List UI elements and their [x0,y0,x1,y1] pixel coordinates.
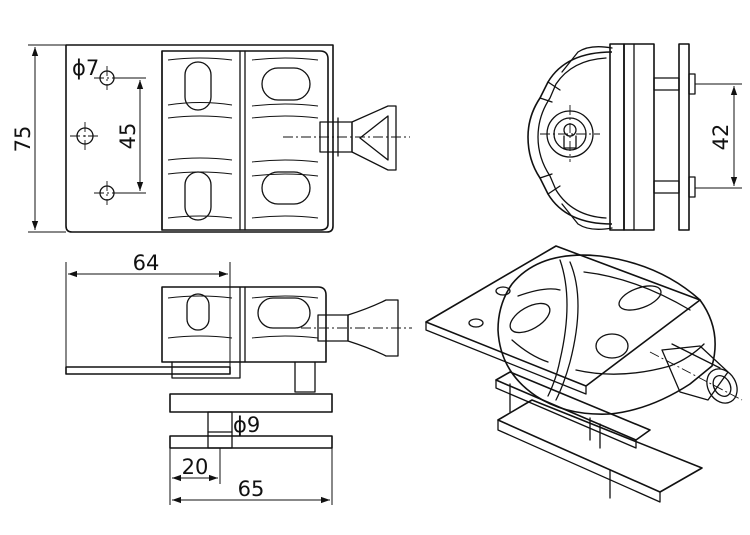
isometric-view [425,245,743,503]
dim-width-top: 64 [133,251,160,275]
dim-hole-diameter: ϕ7 [72,56,99,80]
side-dimensions: 42 [695,83,742,189]
dim-hole-spacing-front: 45 [116,123,140,150]
front-view [65,44,410,233]
side-view [527,43,696,231]
dim-pin-offset: 20 [182,455,209,479]
dim-pin-diameter: ϕ9 [233,413,260,437]
dim-hole-spacing-side: 42 [709,124,733,151]
bottom-view [65,286,412,449]
dim-height-overall: 75 [11,126,35,153]
front-dimensions: 75 45 ϕ7 [11,44,146,233]
dim-width-bottom: 65 [238,477,265,501]
bottom-dimensions: 64 ϕ9 20 65 [65,251,333,505]
